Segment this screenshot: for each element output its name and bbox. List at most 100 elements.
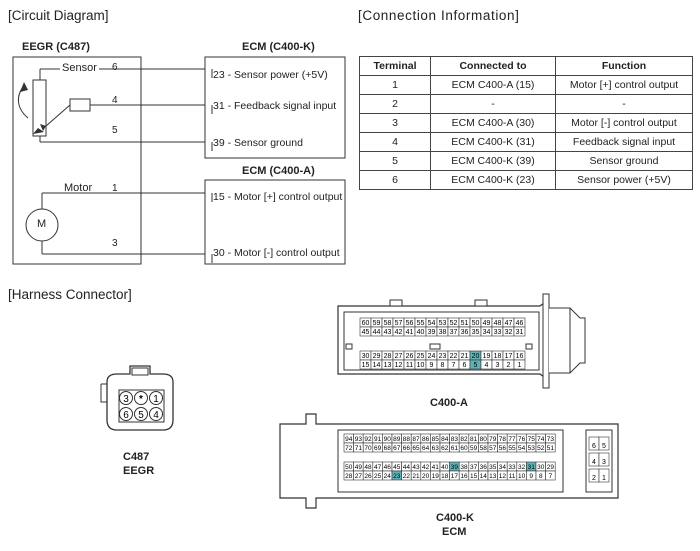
pin-number: 80 — [480, 436, 488, 443]
pin-number: 76 — [518, 436, 526, 443]
pin-number: 51 — [461, 320, 469, 327]
pin-number: 55 — [508, 445, 516, 452]
pin-number: 59 — [470, 445, 478, 452]
pin-number: 29 — [373, 353, 381, 360]
pin-number: 53 — [528, 445, 536, 452]
pin-number: 16 — [516, 353, 524, 360]
pin-4: 4 — [112, 95, 118, 106]
table-row: 2-- — [359, 94, 693, 114]
pin-number: 92 — [364, 436, 372, 443]
pin-number: 32 — [518, 464, 526, 471]
pin-number: 29 — [547, 464, 555, 471]
pin-number: 9 — [430, 362, 434, 369]
pin-cell — [598, 436, 610, 451]
pin-number: 54 — [518, 445, 526, 452]
harness-connector-heading: [Harness Connector] — [8, 287, 132, 302]
pin-number: 3 — [496, 362, 500, 369]
pin-number: 16 — [460, 473, 468, 480]
ecm-k-pin-31: 31 - Feedback signal input — [213, 100, 337, 112]
pin-number: 4 — [485, 362, 489, 369]
motor-label: Motor — [64, 182, 93, 194]
c487-sub: EEGR — [123, 465, 155, 477]
cell: Sensor power (+5V) — [555, 170, 693, 190]
pin-number: 28 — [384, 353, 392, 360]
pin-cell — [598, 468, 610, 483]
pin-number: 44 — [403, 464, 411, 471]
pin-number: 41 — [432, 464, 440, 471]
pin-number: 22 — [403, 473, 411, 480]
pin-number: 20 — [422, 473, 430, 480]
pin-number: 34 — [499, 464, 507, 471]
eegr-box — [12, 56, 142, 265]
pin-number: 58 — [480, 445, 488, 452]
pin-number: 31 — [516, 329, 524, 336]
circuit-diagram-heading: [Circuit Diagram] — [8, 8, 109, 23]
cell: ECM C400-A (30) — [430, 113, 556, 133]
pin-number: 71 — [355, 445, 363, 452]
pin-number: 41 — [406, 329, 414, 336]
pin-number: 53 — [439, 320, 447, 327]
pin-number: 42 — [395, 329, 403, 336]
pin-number: 8 — [441, 362, 445, 369]
cell: 2 — [359, 94, 431, 114]
pin-number: 58 — [384, 320, 392, 327]
pin-number: 28 — [345, 473, 353, 480]
ecm-a-box — [204, 179, 346, 265]
pin-number: 48 — [364, 464, 372, 471]
col-connected-to: Connected to — [430, 56, 556, 76]
cell: ECM C400-A (15) — [430, 75, 556, 95]
c487-pin-2: * — [139, 394, 143, 405]
table-header-row: Terminal Connected to Function — [359, 56, 693, 76]
pin-number: 15 — [362, 362, 370, 369]
pin-number: 33 — [494, 329, 502, 336]
ecm-a-pin-15: 15 - Motor [+] control output — [213, 191, 343, 203]
pin-number: 50 — [345, 464, 353, 471]
cell: ECM C400-K (39) — [430, 151, 556, 171]
pin-number: 11 — [509, 473, 516, 480]
pin-number: 46 — [516, 320, 524, 327]
pin-number: 46 — [384, 464, 392, 471]
pin-number: 10 — [417, 362, 425, 369]
pin-number: 45 — [393, 464, 401, 471]
pin-number: 18 — [494, 353, 502, 360]
pin-number: 22 — [450, 353, 458, 360]
pin-number: 65 — [412, 445, 420, 452]
pin-number: 72 — [345, 445, 353, 452]
cell: 3 — [359, 113, 431, 133]
motor-symbol-label: M — [37, 218, 47, 230]
pin-number: 45 — [362, 329, 370, 336]
pin-number: 26 — [406, 353, 414, 360]
pin-number: 6 — [463, 362, 467, 369]
c487-pin-1: 1 — [153, 394, 159, 405]
c487-label: C487 — [123, 451, 150, 463]
pin-number: 35 — [489, 464, 497, 471]
pin-number: 21 — [412, 473, 420, 480]
pin-number: 38 — [439, 329, 447, 336]
pin-number: 87 — [412, 436, 420, 443]
pin-number: 32 — [505, 329, 513, 336]
c400k-label: C400-K — [436, 512, 474, 524]
c487-connector: 3 * 1 6 5 4 — [100, 365, 174, 431]
c487-pin-6: 6 — [123, 410, 129, 421]
pin-number: 89 — [393, 436, 401, 443]
c400k-sub: ECM — [442, 526, 467, 538]
pin-cell — [598, 452, 610, 467]
pin-number: 18 — [441, 473, 449, 480]
pin-number: 30 — [537, 464, 545, 471]
pin-number: 49 — [355, 464, 363, 471]
pin-number: 31 — [528, 464, 536, 471]
pin-number: 25 — [417, 353, 425, 360]
sensor-label: Sensor — [60, 62, 99, 74]
pin-number: 9 — [529, 473, 533, 480]
pin-number: 47 — [505, 320, 513, 327]
cell: - — [430, 94, 556, 114]
pin-number: 2 — [592, 475, 596, 482]
pin-number: 40 — [441, 464, 449, 471]
cell: Motor [-] control output — [555, 113, 693, 133]
pin-number: 35 — [472, 329, 480, 336]
col-function: Function — [555, 56, 693, 76]
pin-number: 20 — [472, 353, 480, 360]
pin-3: 3 — [112, 238, 118, 249]
